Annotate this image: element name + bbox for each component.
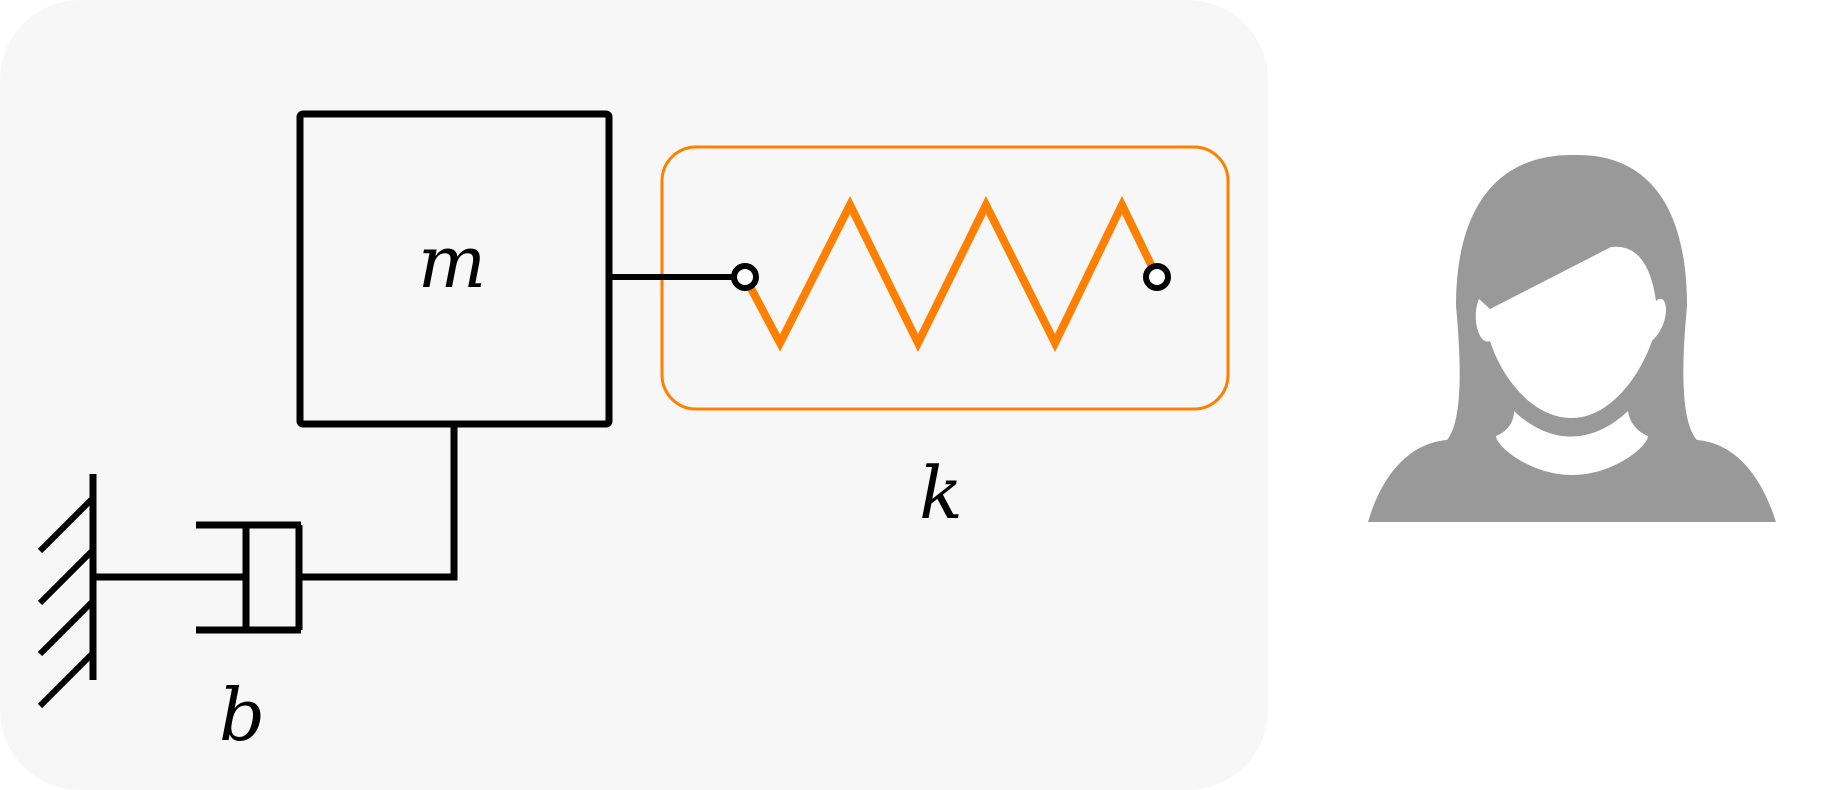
spring: k xyxy=(609,195,1171,535)
spring-right-node xyxy=(1143,263,1171,291)
damper-to-mass-connector xyxy=(299,424,458,581)
female-user-silhouette-icon xyxy=(1368,154,1776,522)
damper: b xyxy=(93,424,458,757)
spring-left-node xyxy=(731,263,759,291)
spring-label: k xyxy=(919,451,963,535)
damper-label: b xyxy=(219,673,265,757)
diagram-panel xyxy=(0,0,1268,790)
ground-wall xyxy=(37,474,97,709)
mass-label: m xyxy=(418,220,486,304)
spring-coil xyxy=(741,195,1161,353)
